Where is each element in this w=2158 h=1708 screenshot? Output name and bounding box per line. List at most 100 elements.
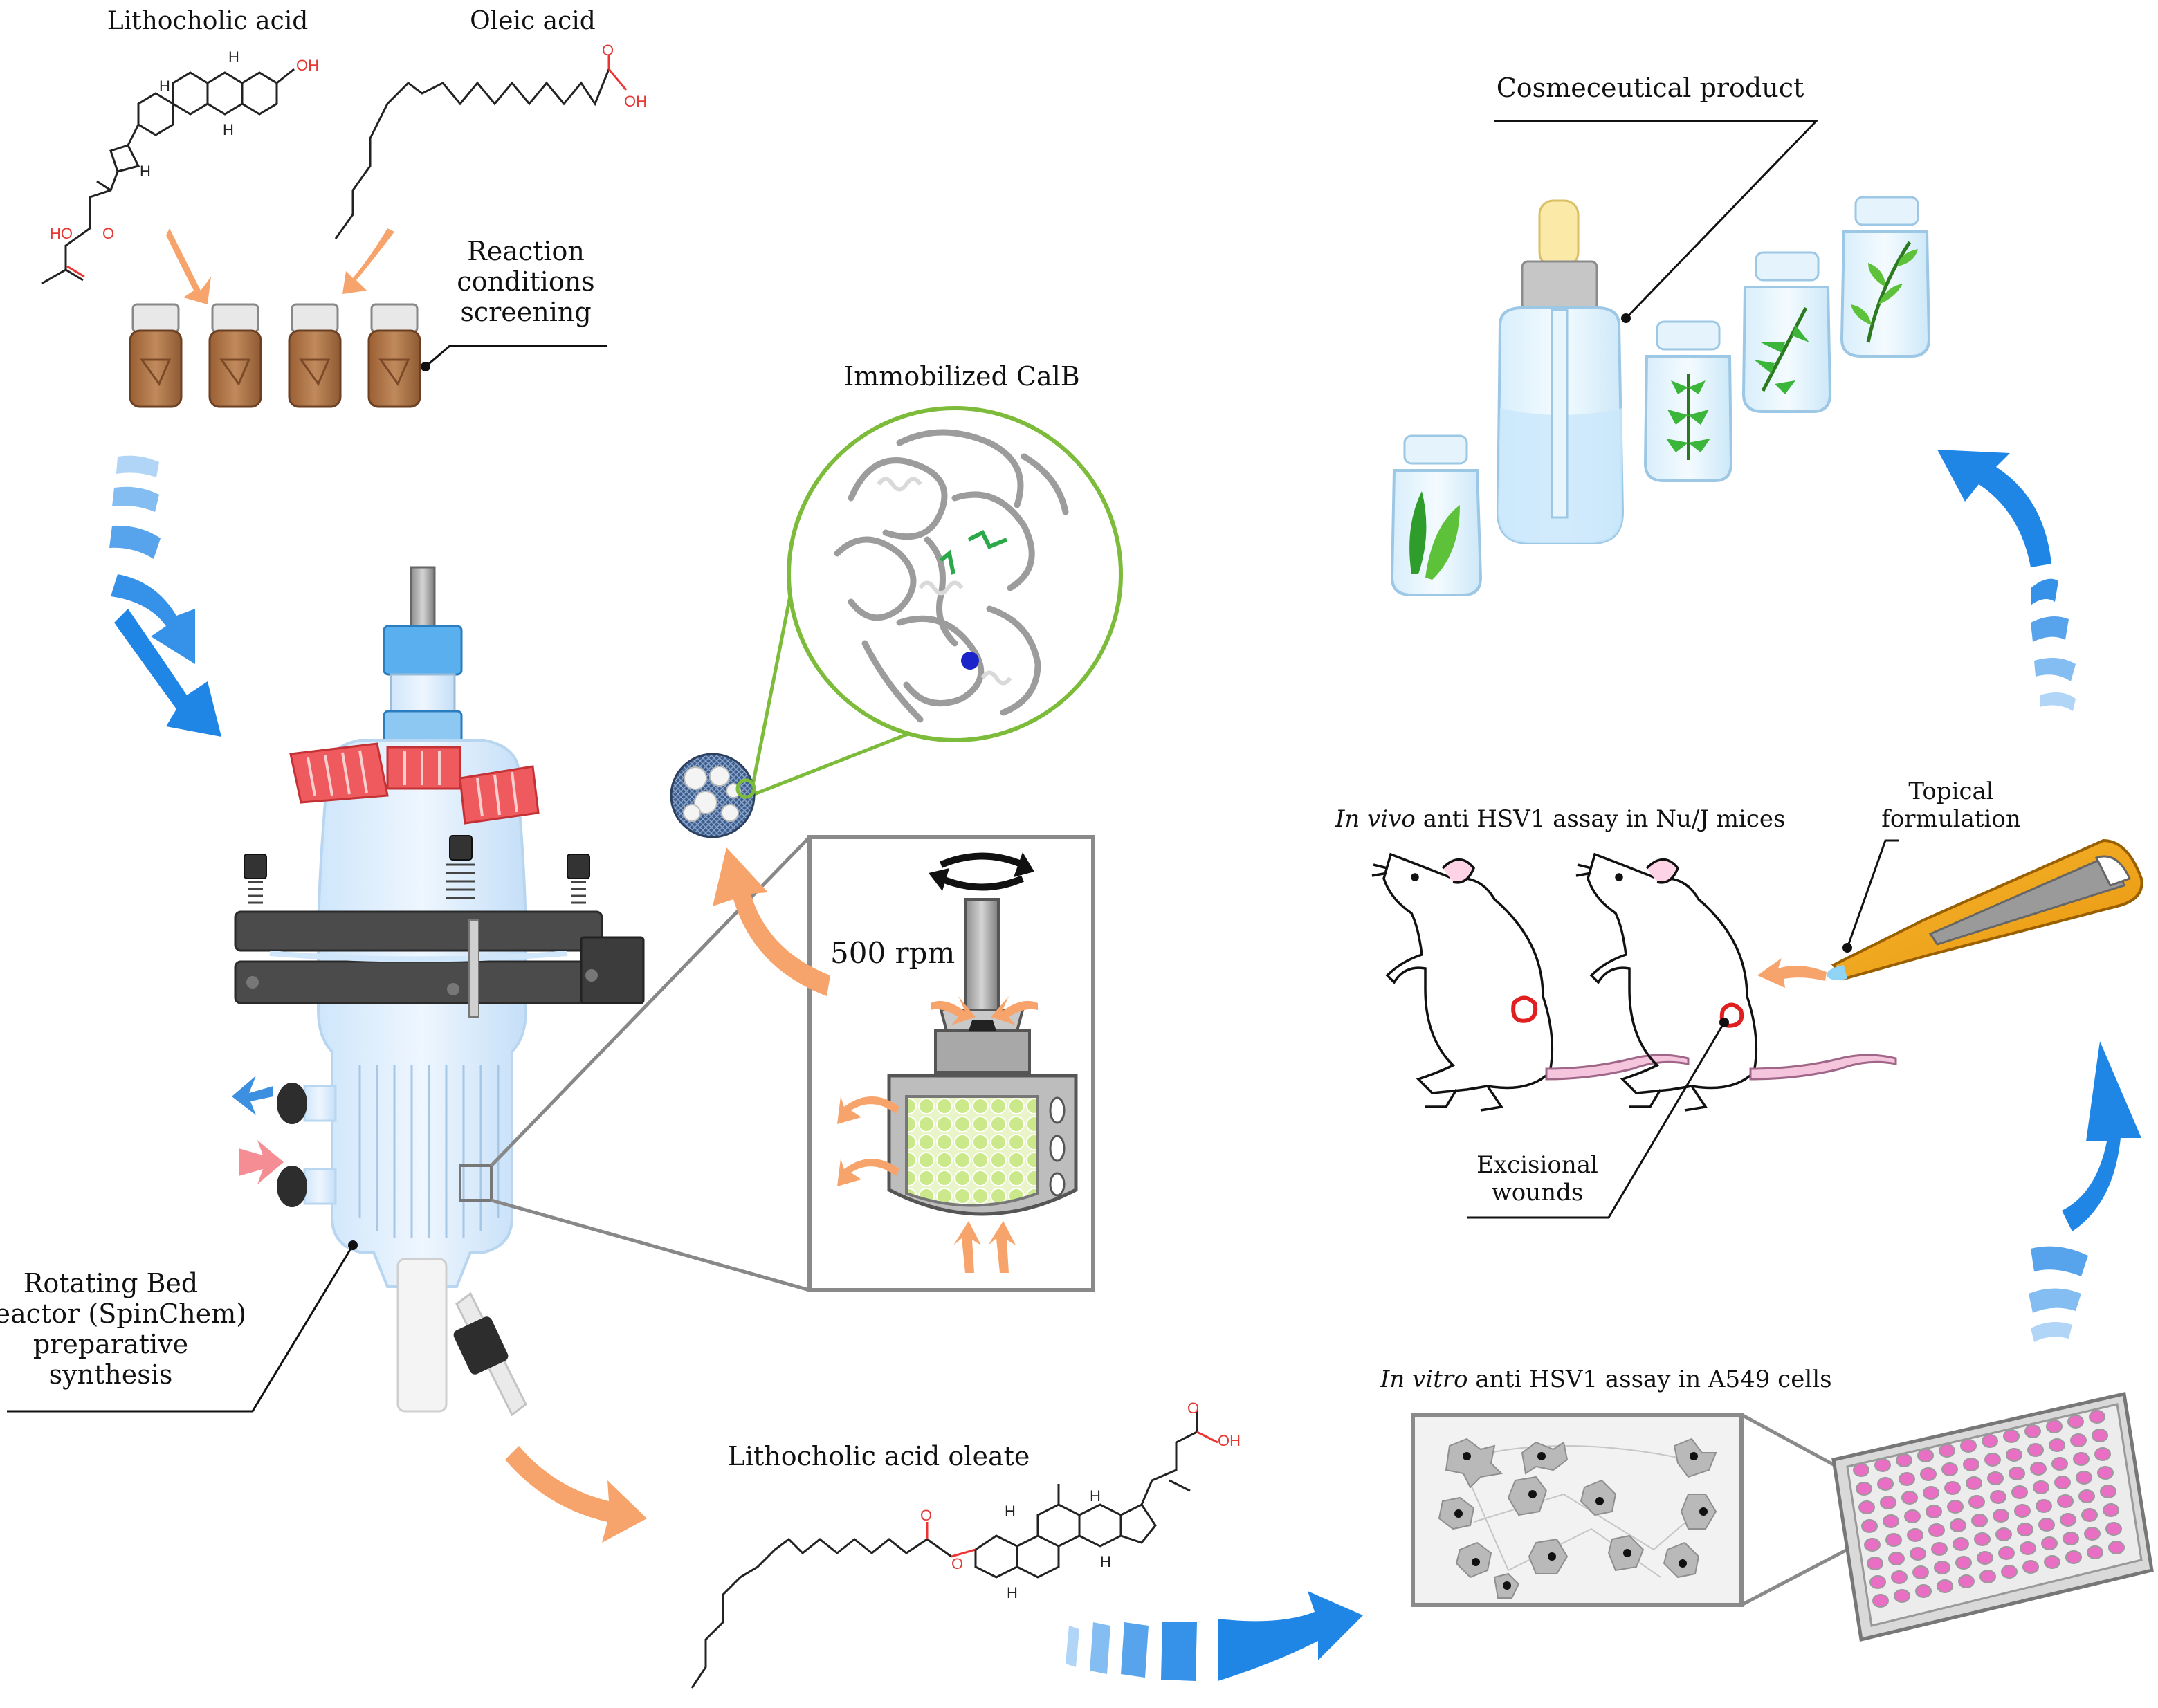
well	[1869, 1575, 1886, 1589]
svg-text:formulation: formulation	[1881, 805, 2021, 833]
well	[2027, 1443, 2044, 1457]
mouse-2	[1575, 852, 1758, 1112]
svg-text:conditions: conditions	[457, 266, 594, 297]
well	[2009, 1467, 2025, 1480]
well	[1998, 1546, 2015, 1560]
svg-text:Topical: Topical	[1908, 778, 1993, 805]
well	[2049, 1438, 2065, 1452]
well	[1912, 1565, 1929, 1579]
well	[1864, 1538, 1881, 1552]
svg-text:O: O	[951, 1555, 963, 1572]
well	[2003, 1429, 2020, 1443]
oleic-o-label: O	[602, 42, 614, 59]
well	[2006, 1448, 2022, 1462]
oleic-acid-label: Oleic acid	[470, 7, 596, 35]
well	[1979, 1570, 1996, 1583]
svg-text:wounds: wounds	[1492, 1179, 1584, 1206]
well	[2046, 1420, 2063, 1433]
well	[2001, 1565, 2018, 1579]
oleate-structure	[691, 1411, 1218, 1689]
well	[1917, 1449, 1934, 1462]
well	[1947, 1500, 1964, 1514]
reactor-label: Rotating Bed Reactor (SpinChem) preparat…	[0, 1240, 358, 1413]
lithocholic-acid-oleate: Lithocholic acid oleate O O O OH H H H H	[691, 1399, 1241, 1689]
side-ports	[277, 1083, 337, 1207]
pink-inlet-arrow	[239, 1140, 284, 1184]
svg-text:Rotating Bed: Rotating Bed	[24, 1268, 198, 1298]
well	[1944, 1481, 1961, 1495]
well	[2033, 1480, 2049, 1494]
well	[1995, 1527, 2012, 1541]
well	[2081, 1508, 2098, 1522]
well	[2097, 1466, 2114, 1480]
h-label-3: H	[223, 121, 234, 138]
lithocholic-acid-structure	[41, 68, 295, 285]
well	[1899, 1472, 1915, 1486]
well	[2057, 1494, 2074, 1508]
well	[2094, 1447, 2111, 1461]
well	[2036, 1499, 2052, 1513]
well	[2092, 1429, 2108, 1442]
red-caps	[289, 742, 540, 825]
blue-arrow-to-cosmeceutical	[1937, 450, 2076, 711]
orange-arrow-to-product	[505, 1446, 647, 1543]
h-label-1: H	[228, 48, 239, 66]
well	[1984, 1453, 2001, 1467]
mouse-1-tail	[1545, 1054, 1690, 1081]
well	[1920, 1467, 1937, 1481]
orange-arrow-to-mouse	[1757, 958, 1827, 988]
oleic-acid-structure	[334, 68, 610, 239]
well	[1858, 1500, 1875, 1514]
well	[1926, 1505, 1942, 1518]
well	[1877, 1477, 1894, 1491]
well	[1955, 1556, 1972, 1570]
in-vivo-label: In vivo anti HSV1 assay in Nu/J mices	[1335, 805, 1785, 833]
vial-1	[129, 303, 183, 408]
svg-text:Excisional: Excisional	[1476, 1151, 1598, 1179]
cosmeceutical-label: Cosmeceutical product	[1497, 73, 1804, 103]
rpm-label: 500 rpm	[830, 936, 955, 970]
well	[1958, 1574, 1975, 1588]
well	[2105, 1522, 2122, 1536]
well	[1971, 1514, 1988, 1527]
well	[1896, 1453, 1912, 1467]
well	[2030, 1462, 2047, 1476]
oleic-oh-label: OH	[624, 93, 647, 110]
carboxyl-ho-label: HO	[50, 225, 73, 242]
bottom-black-cap	[453, 1316, 509, 1375]
well	[2073, 1452, 2090, 1466]
excisional-wounds-label: Excisional wounds	[1467, 1018, 1729, 1219]
svg-text:OH: OH	[1218, 1432, 1241, 1449]
well	[1891, 1570, 1908, 1584]
svg-text:screening: screening	[460, 297, 591, 327]
well	[1993, 1509, 2009, 1523]
well	[1977, 1551, 1993, 1565]
well	[2038, 1518, 2055, 1532]
screening-vials	[129, 303, 421, 408]
well	[2051, 1457, 2068, 1471]
well	[1883, 1514, 1899, 1528]
topical-formulation-label: Topical formulation	[1842, 778, 2021, 953]
well	[2044, 1555, 2060, 1569]
well	[1885, 1533, 1902, 1547]
well	[1856, 1482, 1872, 1496]
svg-text:preparative: preparative	[33, 1329, 188, 1359]
well	[1874, 1458, 1891, 1472]
well	[1888, 1552, 1905, 1565]
well	[1907, 1528, 1923, 1542]
carboxyl-o-label: O	[102, 225, 114, 242]
jar-branch	[1840, 196, 1931, 358]
well	[2084, 1527, 2101, 1541]
well	[1901, 1491, 1918, 1505]
vial-3	[288, 303, 342, 408]
in-vitro-label: In vitro anti HSV1 assay in A549 cells	[1380, 1366, 1832, 1393]
flow-arrows	[837, 996, 1038, 1273]
well	[1987, 1471, 2004, 1485]
well	[1974, 1532, 1991, 1546]
rotation-icon	[940, 852, 1024, 868]
well	[1953, 1537, 1969, 1551]
orange-arrow-to-beads	[713, 847, 830, 996]
well	[1880, 1496, 1896, 1509]
well	[2089, 1410, 2105, 1424]
